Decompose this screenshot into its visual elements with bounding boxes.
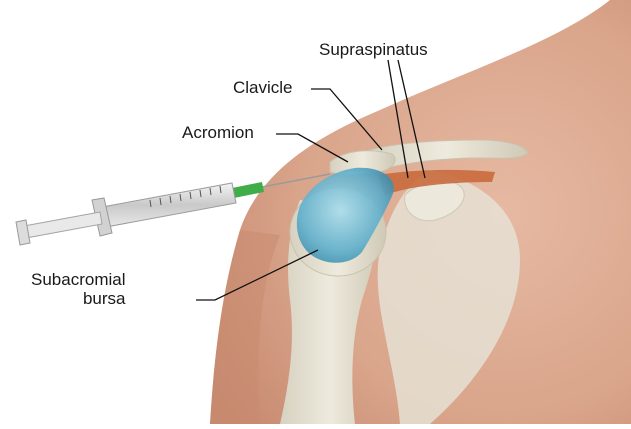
label-subacromial-bursa: Subacromial bursa [31,270,126,308]
syringe-barrel [102,183,236,227]
syringe-plunger [24,212,102,238]
label-acromion: Acromion [182,123,254,142]
plunger-thumb [16,220,30,245]
label-clavicle: Clavicle [233,78,293,97]
label-subacromial-line2: bursa [31,289,126,308]
label-supraspinatus: Supraspinatus [319,40,428,59]
label-subacromial-line1: Subacromial [31,270,126,289]
